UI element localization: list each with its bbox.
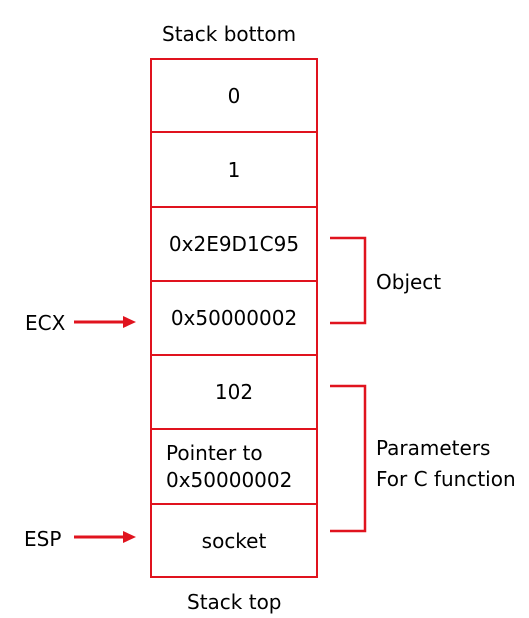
stack-divider — [150, 354, 318, 356]
object-bracket — [330, 236, 367, 325]
stack-cell-value: 0x2E9D1C95 — [168, 232, 300, 256]
esp-arrow — [74, 531, 136, 543]
stack-cell-value: Pointer to 0x50000002 — [166, 440, 293, 492]
stack-divider — [150, 206, 318, 208]
ecx-label: ECX — [25, 311, 66, 335]
stack-cell-value: 102 — [214, 380, 254, 404]
stack-top-label: Stack top — [187, 590, 282, 614]
stack-cell-5: Pointer to 0x50000002 — [152, 430, 316, 503]
object-group-label: Object — [376, 270, 442, 294]
stack-divider — [150, 428, 318, 430]
stack-cell-value: 0 — [227, 83, 241, 108]
stack-cell-4: 102 — [152, 356, 316, 428]
stack-divider — [150, 131, 318, 133]
stack-bottom-label: Stack bottom — [162, 22, 297, 46]
stack-divider — [150, 280, 318, 282]
stack-cell-3: 0x50000002 — [152, 282, 316, 354]
stack-cell-1: 1 — [152, 133, 316, 206]
stack-cell-value: 0x50000002 — [170, 306, 298, 330]
stack-cell-value: socket — [201, 528, 267, 553]
ecx-arrow — [74, 316, 136, 328]
stack-cell-value: 1 — [227, 157, 241, 182]
parameters-group-label-line1: Parameters — [376, 436, 491, 460]
esp-label: ESP — [24, 527, 62, 551]
stack-frame — [150, 58, 318, 578]
stack-cell-6: socket — [152, 505, 316, 576]
stack-cell-0: 0 — [152, 60, 316, 131]
parameters-bracket — [330, 384, 367, 533]
stack-cell-2: 0x2E9D1C95 — [152, 208, 316, 280]
stack-divider — [150, 503, 318, 505]
parameters-group-label-line2: For C function — [376, 467, 516, 491]
